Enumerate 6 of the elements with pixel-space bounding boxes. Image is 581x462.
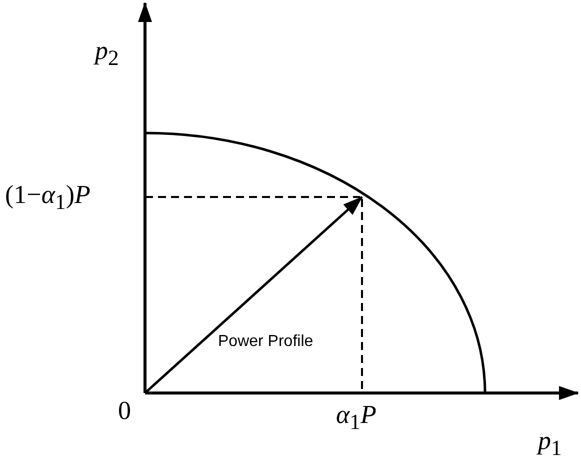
tick-label: α$_{1}$P: [336, 402, 376, 434]
tick-label: 0: [118, 398, 131, 424]
axis-label: p$_{2}$: [95, 38, 119, 70]
axis-label: p$_{1}$: [538, 428, 562, 460]
vector-label: Power Profile: [218, 334, 314, 350]
tick-label: (1−α$_{1}$)P: [5, 182, 90, 214]
